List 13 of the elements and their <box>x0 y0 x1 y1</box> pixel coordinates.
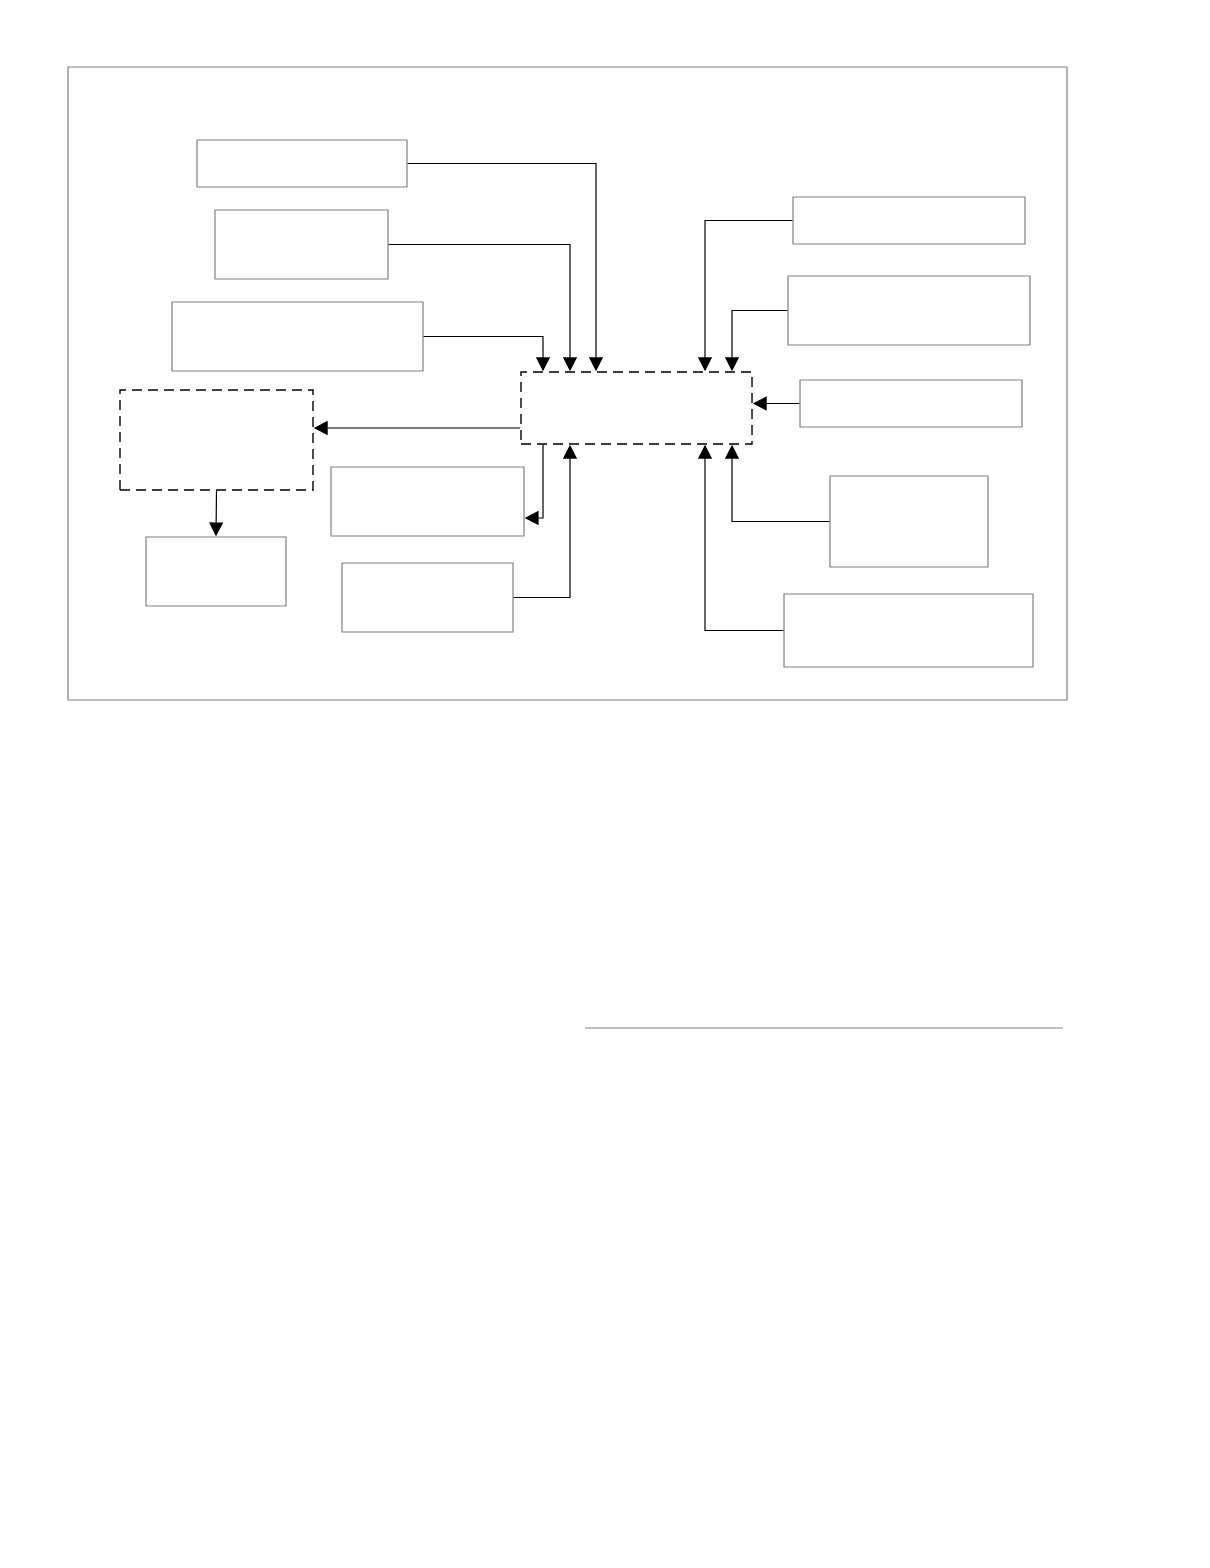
process-box <box>171 301 424 372</box>
process-box <box>829 475 989 568</box>
dashed-box <box>520 371 753 445</box>
process-box <box>196 139 408 188</box>
process-box <box>214 209 389 280</box>
process-box <box>783 593 1034 668</box>
process-box <box>145 536 287 607</box>
process-box <box>787 275 1031 346</box>
process-box <box>799 379 1023 428</box>
process-box <box>792 196 1026 245</box>
dashed-box <box>119 389 314 491</box>
process-box <box>330 466 525 537</box>
process-box <box>341 562 514 633</box>
